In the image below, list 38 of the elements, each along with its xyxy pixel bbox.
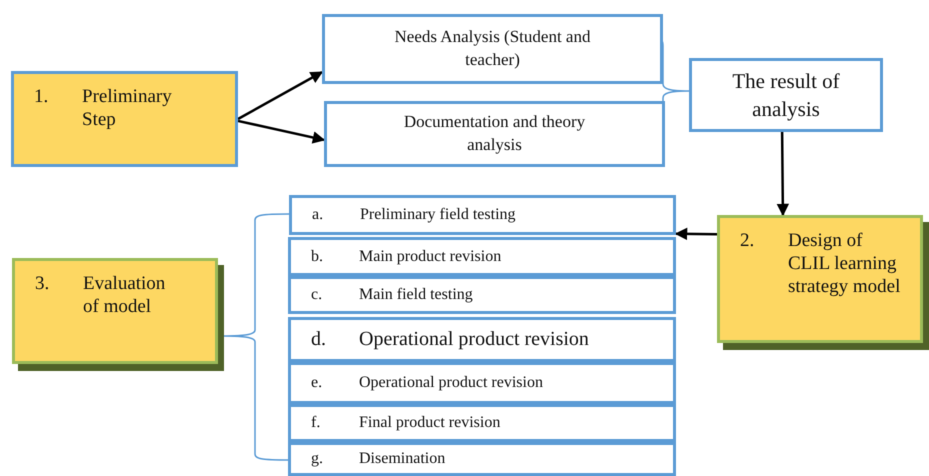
process-box bbox=[689, 58, 883, 132]
list-number: a. bbox=[312, 206, 324, 224]
step-label: Evaluation of model bbox=[83, 273, 166, 319]
arrow bbox=[238, 120, 326, 144]
list-number: f. bbox=[311, 414, 322, 432]
box-label: Documentation and theory analysis bbox=[402, 111, 586, 156]
step-label: Main field testing bbox=[359, 286, 473, 304]
stage-box bbox=[11, 71, 238, 167]
box-label: The result of analysis bbox=[731, 68, 841, 123]
step-label: Operational product revision bbox=[359, 328, 589, 351]
list-number: d. bbox=[311, 328, 327, 351]
step-box bbox=[288, 442, 676, 476]
process-box bbox=[324, 101, 665, 167]
box-label: Needs Analysis (Student and teacher) bbox=[394, 26, 592, 71]
step-label: Preliminary Step bbox=[82, 86, 173, 132]
step-box bbox=[288, 237, 676, 276]
list-number: 2. bbox=[740, 230, 756, 253]
list-number: 3. bbox=[35, 273, 50, 296]
step-label: Design of CLIL learning strategy model bbox=[788, 230, 902, 298]
arrow bbox=[674, 228, 718, 240]
step-box bbox=[288, 276, 676, 314]
list-number: g. bbox=[311, 450, 324, 468]
step-box bbox=[289, 195, 676, 235]
step-label: Final product revision bbox=[359, 414, 500, 432]
list-number: b. bbox=[311, 248, 324, 266]
list-number: e. bbox=[311, 374, 324, 392]
step-box bbox=[288, 317, 676, 362]
list-number: c. bbox=[311, 286, 324, 304]
step-label: Main product revision bbox=[359, 248, 502, 266]
arrow bbox=[776, 132, 790, 216]
arrow bbox=[237, 71, 324, 120]
list-number: 1. bbox=[34, 86, 50, 109]
step-label: Preliminary field testing bbox=[360, 206, 516, 224]
step-label: Operational product revision bbox=[359, 374, 543, 392]
step-box bbox=[288, 362, 676, 404]
step-box bbox=[288, 404, 676, 442]
process-box bbox=[322, 14, 663, 84]
step-label: Disemination bbox=[359, 450, 446, 468]
